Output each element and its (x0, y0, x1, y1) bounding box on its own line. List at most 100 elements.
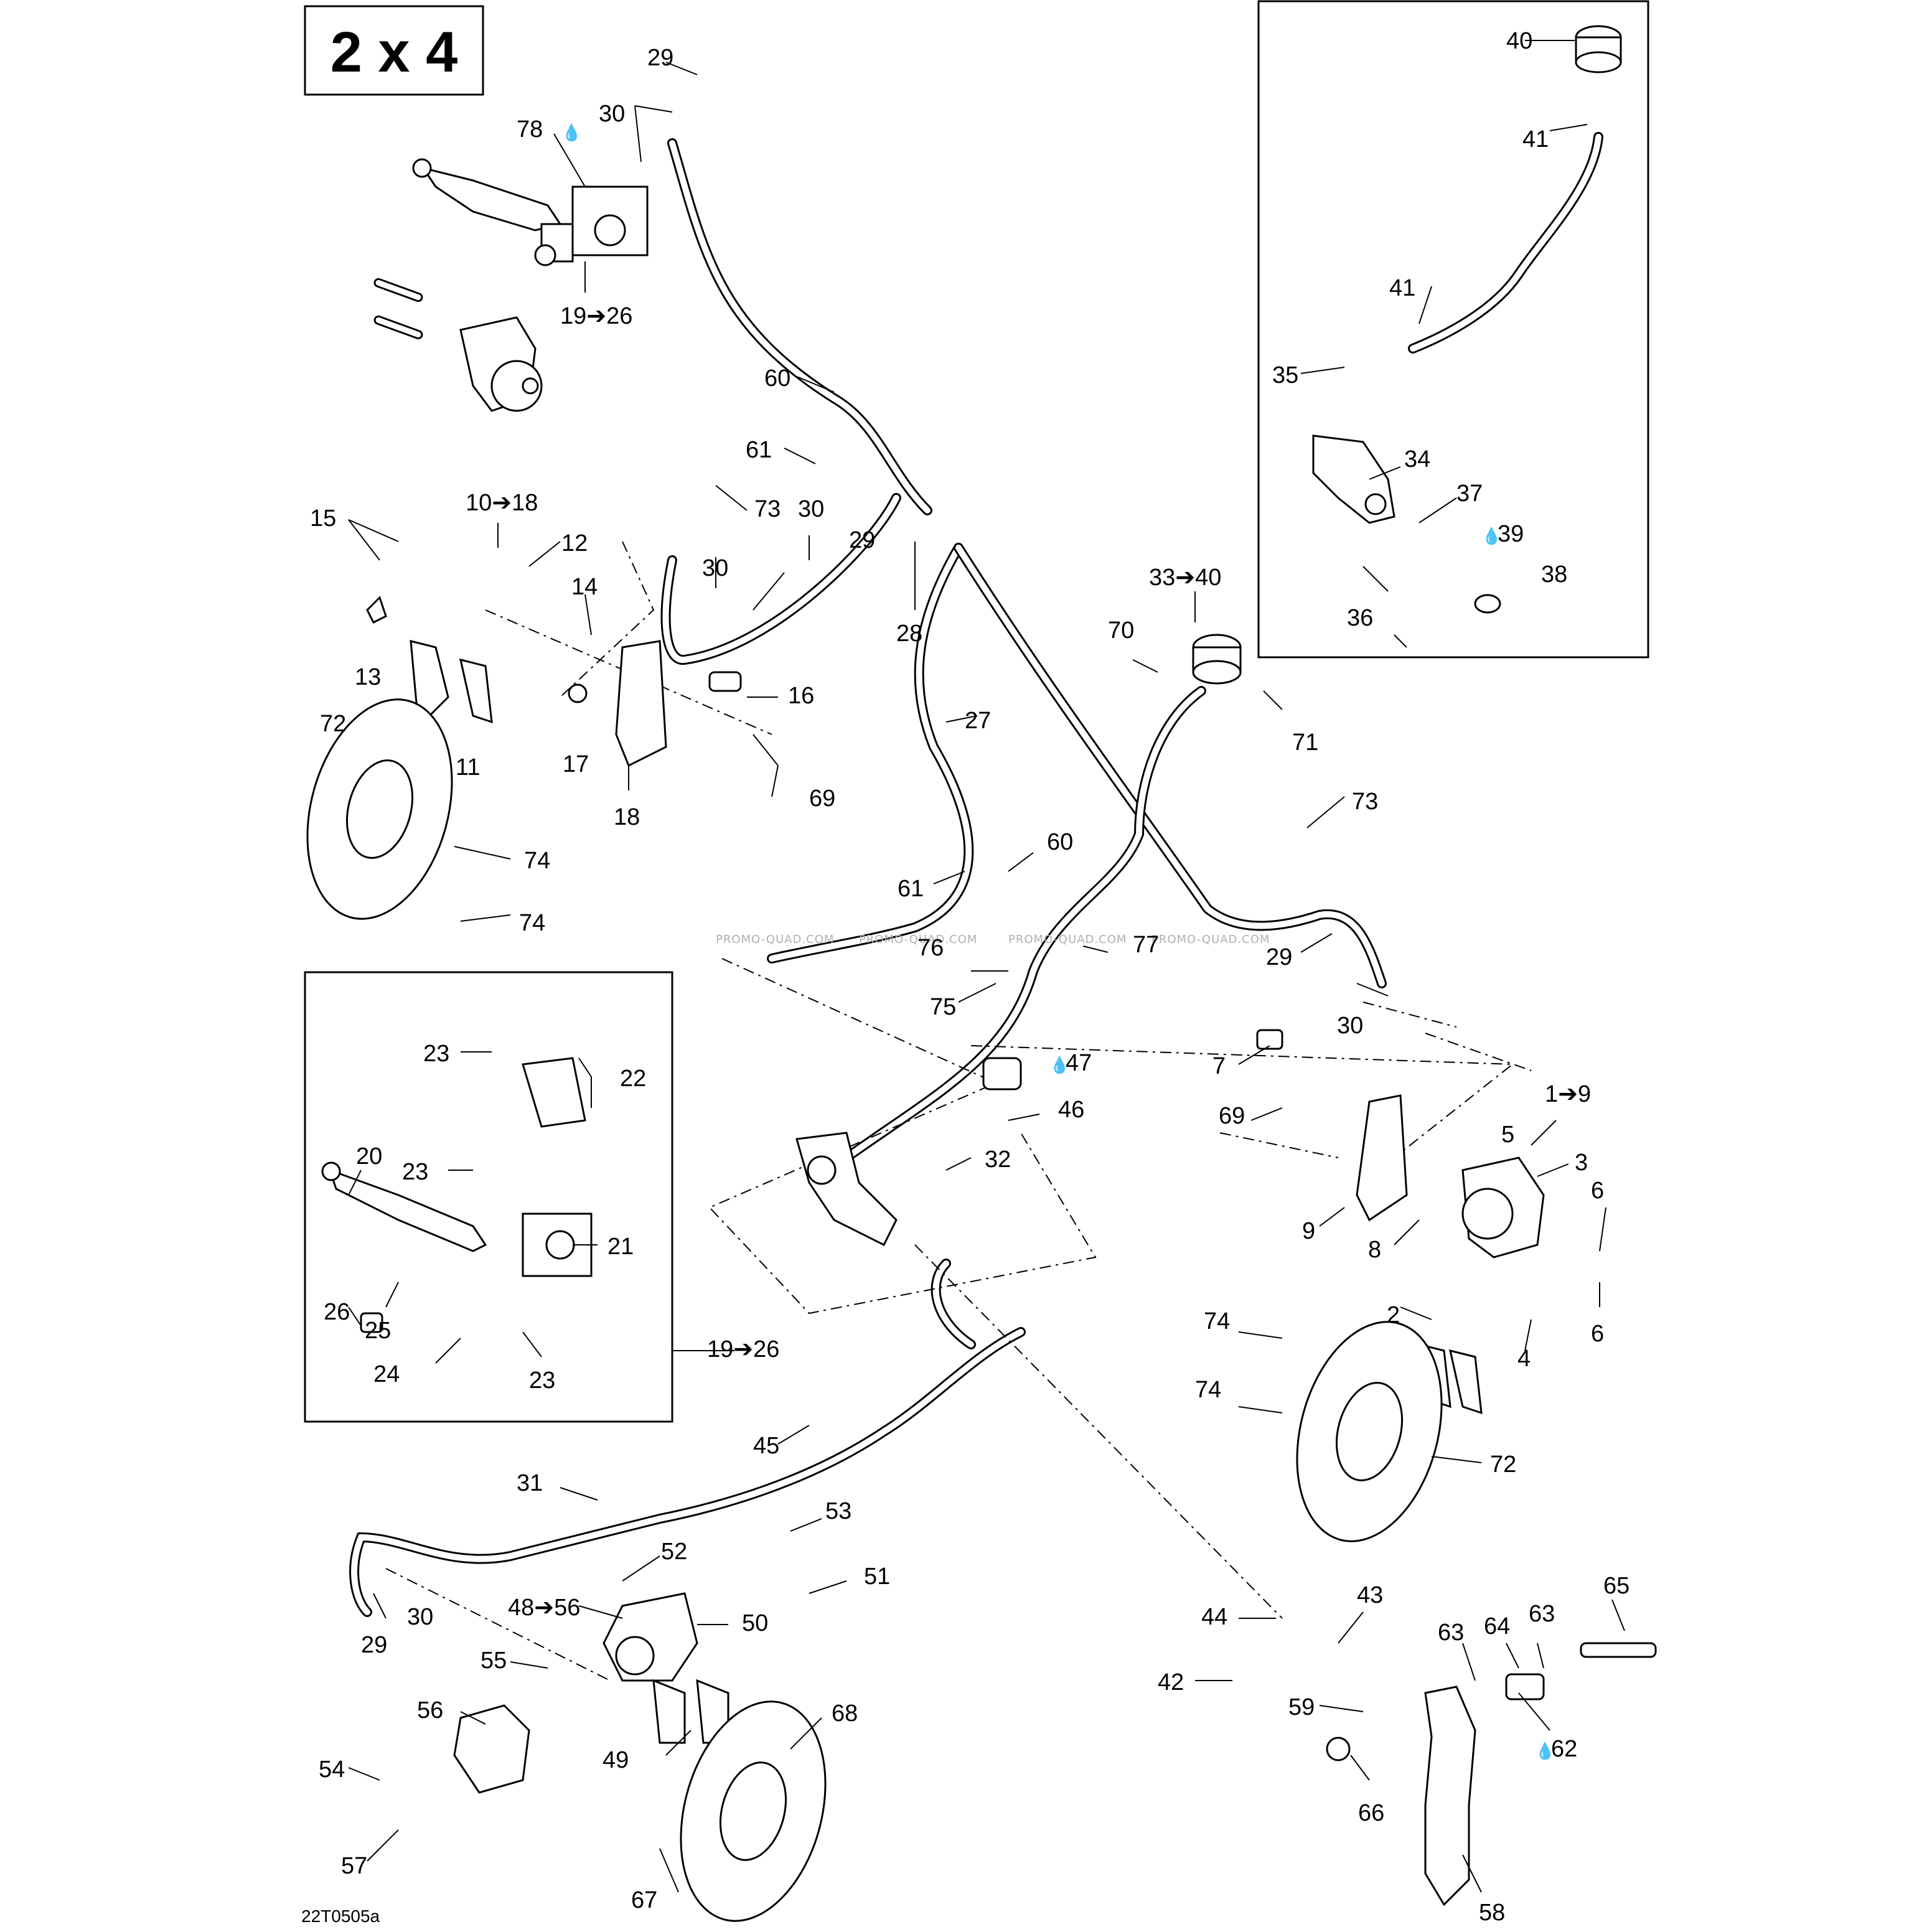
part-label: 20 (356, 1143, 382, 1170)
figure-reference-code: 22T0505a (301, 1906, 380, 1926)
part-label: 36 (1347, 605, 1373, 631)
part-label: 12 (561, 530, 588, 556)
part-label: 66 (1358, 1800, 1384, 1826)
fluid-drop-icon: 💧 (1481, 527, 1501, 545)
part-label: 60 (1047, 829, 1073, 855)
part-label: 24 (373, 1361, 400, 1387)
part-label: 13 (355, 664, 381, 690)
fluid-drop-icon: 💧 (561, 123, 581, 142)
part-label: 27 (965, 708, 991, 734)
part-label: 35 (1272, 362, 1298, 388)
part-label: 51 (864, 1564, 890, 1590)
diagram-title: 2 x 4 (331, 21, 458, 84)
part-label: 76 (917, 935, 944, 961)
part-label: 73 (1352, 789, 1378, 815)
part-label: 32 (985, 1147, 1011, 1173)
part-label: 25 (365, 1318, 391, 1344)
part-label: 56 (417, 1697, 443, 1723)
part-labels: 29 30 78 💧 19➔26 60 61 73 30 29 30 28 15… (310, 28, 1630, 1926)
part-label: 72 (1490, 1451, 1516, 1478)
part-label: 37 (1456, 481, 1483, 507)
brake-pedal (1326, 1642, 1657, 1906)
part-label: 45 (753, 1433, 779, 1459)
title-box: 2 x 4 (304, 5, 484, 96)
part-label: 22 (620, 1066, 646, 1092)
watermarks: PROMO-QUAD.COM PROMO-QUAD.COM PROMO-QUAD… (716, 933, 1269, 946)
part-label: 61 (746, 437, 772, 463)
part-label: 1➔9 (1545, 1081, 1591, 1107)
part-label: 74 (1195, 1377, 1221, 1403)
part-label: 44 (1201, 1604, 1227, 1630)
part-label: 43 (1357, 1582, 1383, 1608)
part-label: 42 (1158, 1669, 1184, 1695)
master-cylinder-inset-box (1257, 0, 1649, 659)
part-label: 30 (407, 1604, 433, 1630)
part-label: 30 (1337, 1013, 1363, 1039)
part-label: 55 (481, 1648, 507, 1674)
part-label: 64 (1484, 1613, 1510, 1639)
part-label: 26 (324, 1299, 350, 1325)
part-label: 33➔40 (1149, 565, 1221, 591)
part-label: 47 (1066, 1050, 1092, 1076)
part-label: 50 (742, 1610, 768, 1636)
part-label: 9 (1302, 1218, 1315, 1244)
part-label: 21 (607, 1234, 634, 1260)
fluid-drop-icon: 💧 (1535, 1742, 1555, 1760)
part-label: 74 (524, 848, 550, 874)
part-label: 69 (1219, 1103, 1245, 1129)
right-front-disc (1296, 1321, 1443, 1542)
part-label: 65 (1603, 1573, 1630, 1599)
part-label: 48➔56 (508, 1595, 580, 1621)
inset-hand-lever (321, 1057, 593, 1333)
part-label: 69 (809, 785, 835, 812)
part-label: 40 (1506, 28, 1532, 54)
part-label: 41 (1522, 126, 1549, 152)
part-label: 63 (1529, 1601, 1555, 1627)
watermark-3: PROMO-QUAD.COM (1008, 933, 1127, 946)
part-label: 71 (1292, 729, 1318, 756)
hand-lever-inset-box (304, 971, 673, 1423)
part-label: 6 (1591, 1178, 1604, 1204)
assembly-lines (385, 541, 1532, 1681)
part-label: 16 (788, 683, 814, 709)
rear-master-cylinder (795, 1057, 1022, 1247)
part-label: 49 (603, 1747, 629, 1773)
left-front-caliper (366, 278, 742, 767)
watermark-2: PROMO-QUAD.COM (859, 933, 977, 946)
part-label: 53 (825, 1498, 851, 1524)
part-label: 73 (754, 496, 781, 522)
part-label: 67 (631, 1887, 657, 1913)
part-label: 14 (571, 574, 598, 600)
watermark-1: PROMO-QUAD.COM (716, 933, 834, 946)
part-label: 5 (1501, 1122, 1514, 1148)
part-label: 2 (1387, 1302, 1400, 1328)
part-label: 74 (519, 910, 545, 936)
part-label: 11 (456, 754, 480, 781)
part-label: 58 (1479, 1900, 1505, 1926)
part-label: 17 (563, 751, 589, 777)
part-label: 4 (1517, 1346, 1531, 1372)
part-label: 3 (1575, 1150, 1588, 1176)
front-master-cylinder (412, 158, 649, 266)
part-label: 10➔18 (466, 490, 538, 516)
part-label: 62 (1551, 1736, 1577, 1762)
part-label: 75 (930, 994, 956, 1020)
part-label: 29 (849, 527, 875, 553)
part-label: 61 (898, 876, 924, 902)
part-label: 23 (529, 1367, 555, 1394)
rear-reservoir (1192, 634, 1242, 685)
part-label: 74 (1204, 1308, 1230, 1334)
rear-disc (680, 1700, 827, 1922)
part-label: 19➔26 (707, 1336, 779, 1362)
part-label: 39 (1498, 521, 1524, 547)
part-label: 8 (1368, 1237, 1381, 1263)
part-label: 77 (1133, 932, 1159, 958)
part-label: 23 (402, 1159, 428, 1185)
part-label: 57 (341, 1853, 367, 1879)
brake-lines (349, 138, 1387, 1617)
inset-master-parts (1312, 25, 1622, 614)
part-label: 29 (1266, 944, 1292, 970)
part-label: 63 (1438, 1620, 1464, 1646)
part-label: 23 (423, 1041, 449, 1067)
